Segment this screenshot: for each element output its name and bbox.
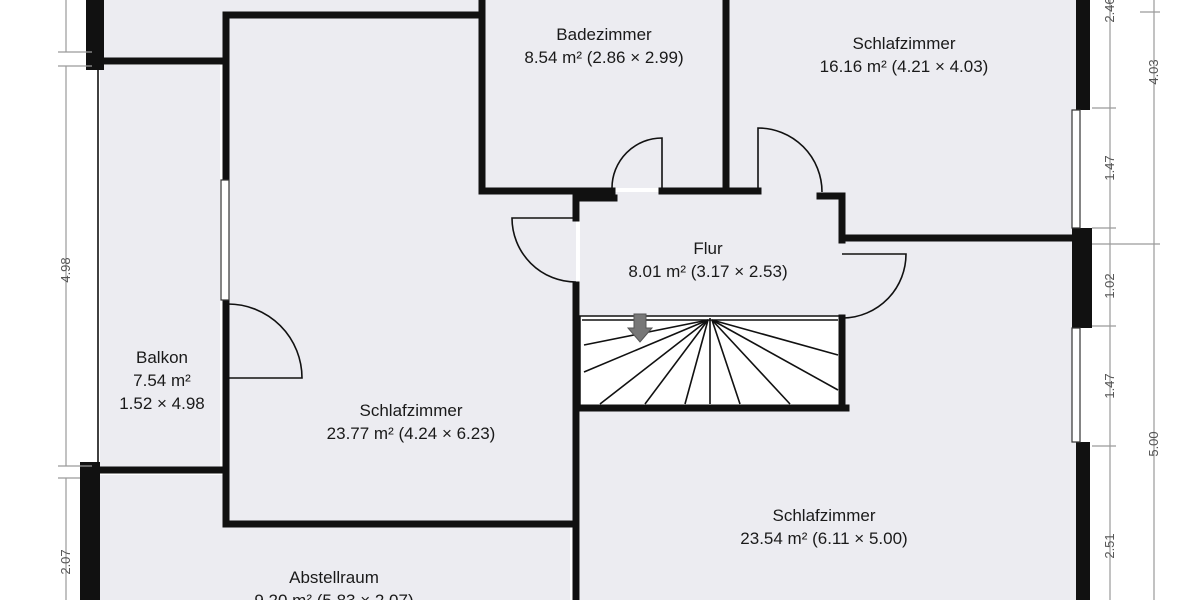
- room-size-storage: 9.20 m² (5.83 × 2.07): [254, 591, 413, 600]
- room-name-balcony: Balkon: [136, 348, 188, 367]
- dimensions-left: 4.98 2.07: [58, 0, 92, 600]
- dim-right-top: 2.46: [1102, 0, 1117, 23]
- dimensions-right: 2.46 4.03 1.47 1.02 1.47 2.51 5.00: [1092, 0, 1161, 600]
- door-balcony: [227, 303, 303, 379]
- room-dims-balcony: 1.52 × 4.98: [119, 394, 205, 413]
- door-bedroom-ne: [757, 127, 823, 193]
- door-bedroom-se: [842, 253, 907, 319]
- window-se-1: [1071, 327, 1081, 443]
- room-name-bathroom: Badezimmer: [556, 25, 652, 44]
- room-name-hall: Flur: [693, 239, 723, 258]
- room-fill-storage: [100, 475, 570, 600]
- dim-right-total: 5.00: [1146, 431, 1161, 456]
- room-name-bedroom-w: Schlafzimmer: [360, 401, 463, 420]
- window-balcony-door: [220, 179, 230, 301]
- room-name-bedroom-se: Schlafzimmer: [773, 506, 876, 525]
- room-size-hall: 8.01 m² (3.17 × 2.53): [628, 262, 787, 281]
- window-ne-1: [1071, 109, 1081, 229]
- room-fill-bedroom-se: [580, 240, 1076, 600]
- dim-left-storage: 2.07: [58, 549, 73, 574]
- room-fill-bedroom-w: [228, 18, 576, 520]
- door-bedroom-w: [511, 217, 577, 283]
- dim-left-balcony: 4.98: [58, 257, 73, 282]
- dim-right-wall: 1.02: [1102, 273, 1117, 298]
- room-size-bedroom-se: 23.54 m² (6.11 × 5.00): [740, 529, 907, 548]
- stair-area: [579, 315, 843, 407]
- windows: [220, 109, 1081, 443]
- staircase: [579, 313, 843, 407]
- room-area-balcony: 7.54 m²: [133, 371, 191, 390]
- doors: [227, 127, 907, 379]
- dim-right-bedroom: 4.03: [1146, 59, 1161, 84]
- dim-right-window-2: 1.47: [1102, 373, 1117, 398]
- room-fill-balcony: [100, 65, 220, 467]
- stair-down-arrow-icon: [626, 313, 654, 343]
- walls: [80, 0, 1092, 600]
- room-size-bedroom-ne: 16.16 m² (4.21 × 4.03): [820, 57, 989, 76]
- room-size-bathroom: 8.54 m² (2.86 × 2.99): [524, 48, 683, 67]
- room-size-bedroom-w: 23.77 m² (4.24 × 6.23): [327, 424, 496, 443]
- dim-right-bottom: 2.51: [1102, 533, 1117, 558]
- dim-right-window-1: 1.47: [1102, 155, 1117, 180]
- door-bathroom: [611, 137, 663, 198]
- room-labels: Badezimmer 8.54 m² (2.86 × 2.99) Schlafz…: [119, 25, 988, 600]
- room-fills: [100, 0, 1076, 600]
- room-name-bedroom-ne: Schlafzimmer: [853, 34, 956, 53]
- room-name-storage: Abstellraum: [289, 568, 379, 587]
